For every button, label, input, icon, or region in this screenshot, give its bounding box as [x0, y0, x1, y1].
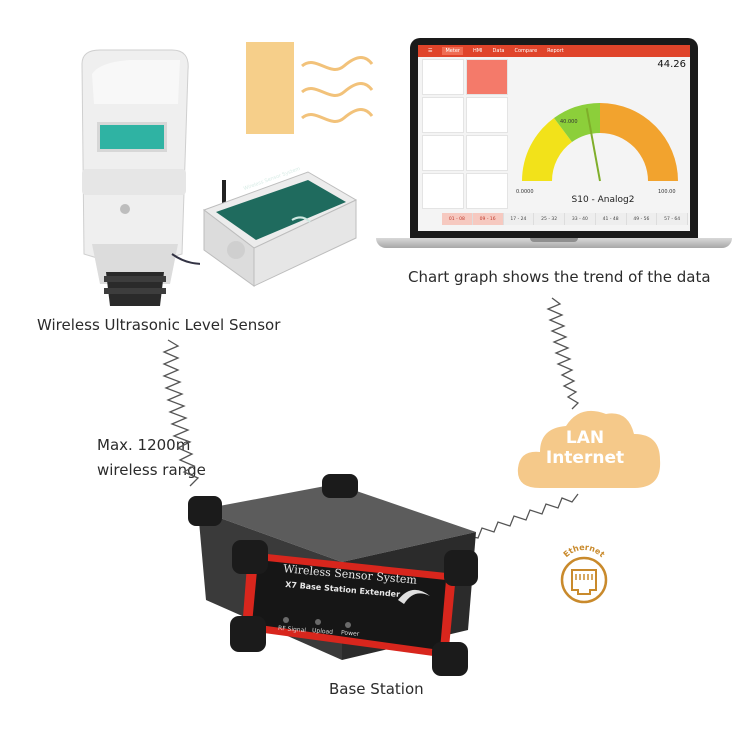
gauge-max-label: 100.00 — [658, 189, 676, 195]
cloud-icon — [517, 410, 661, 488]
mini-gauge-grid — [422, 59, 508, 209]
channel-range-row: 01 - 08 09 - 16 17 - 24 25 - 32 33 - 40 … — [442, 213, 688, 225]
led-label-power: Power — [340, 629, 360, 638]
mini-gauge[interactable] — [466, 59, 508, 95]
heat-card-graphic — [246, 42, 294, 134]
cloud-label-line2: Internet — [545, 448, 625, 468]
tab-meter[interactable]: Meter — [442, 47, 463, 55]
big-reading-value: 44.26 — [657, 59, 686, 70]
sensor-caption: Wireless Ultrasonic Level Sensor — [37, 316, 281, 334]
cloud-label: LAN Internet — [530, 428, 640, 468]
mini-gauge[interactable] — [466, 173, 508, 209]
mini-gauge[interactable] — [422, 135, 464, 171]
mini-gauge[interactable] — [422, 97, 464, 133]
range-caption-line2: wireless range — [97, 461, 206, 479]
monitoring-app-screen: ☰ Meter HMI Data Compare Report 44.26 0.… — [418, 45, 690, 231]
gauge-mid-label: 40.000 — [560, 119, 578, 125]
sensor-lcd-display — [97, 122, 167, 152]
base-station-image — [188, 474, 478, 676]
link-cloud-base — [463, 493, 579, 545]
mini-gauge[interactable] — [422, 59, 464, 95]
range-button[interactable]: 57 - 64 — [657, 213, 688, 225]
gauge-needle — [585, 108, 601, 182]
range-button[interactable]: 17 - 24 — [503, 213, 535, 225]
cloud-label-line1: LAN — [565, 428, 605, 448]
range-button[interactable]: 01 - 08 — [442, 213, 473, 225]
tab-hmi[interactable]: HMI — [472, 48, 483, 54]
wireless-link-sensor — [162, 339, 200, 487]
big-gauge: 0.0000 100.00 40.000 — [516, 103, 678, 195]
range-button[interactable]: 25 - 32 — [534, 213, 565, 225]
mini-gauge[interactable] — [466, 97, 508, 133]
transmitter-box-image — [202, 171, 358, 287]
base-station-caption: Base Station — [329, 680, 424, 698]
range-button[interactable]: 41 - 48 — [595, 213, 627, 225]
range-button[interactable]: 09 - 16 — [472, 213, 504, 225]
heat-waves-graphic — [301, 56, 374, 123]
range-caption-line1: Max. 1200m — [97, 436, 191, 454]
ethernet-port-icon: Ethernet — [560, 543, 608, 604]
gauge-min-label: 0.0000 — [516, 189, 534, 195]
menu-icon[interactable]: ☰ — [428, 48, 433, 54]
mini-gauge[interactable] — [422, 173, 464, 209]
tab-compare[interactable]: Compare — [514, 48, 538, 54]
app-tab-bar: ☰ Meter HMI Data Compare Report — [418, 45, 690, 57]
chart-caption: Chart graph shows the trend of the data — [408, 268, 711, 286]
mini-gauge[interactable] — [466, 135, 508, 171]
range-button[interactable]: 33 - 40 — [565, 213, 596, 225]
ultrasonic-sensor-image — [81, 49, 200, 306]
tab-report[interactable]: Report — [547, 48, 564, 54]
tab-data[interactable]: Data — [492, 48, 505, 54]
laptop-base — [376, 238, 732, 248]
range-button[interactable]: 49 - 56 — [626, 213, 658, 225]
laptop-notch — [530, 238, 578, 242]
gauge-title: S10 - Analog2 — [571, 195, 635, 205]
link-laptop-cloud — [546, 297, 580, 410]
